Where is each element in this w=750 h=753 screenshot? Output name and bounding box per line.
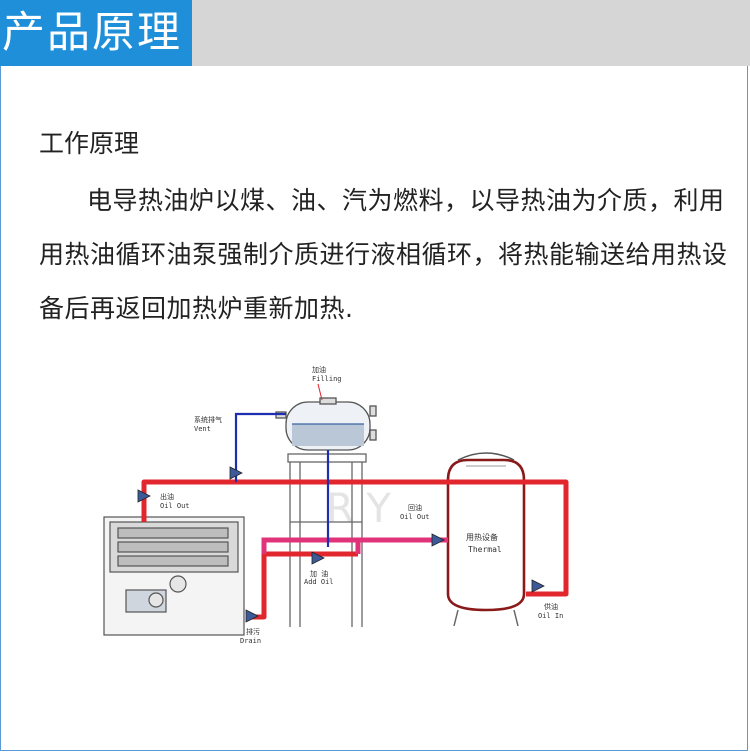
oil-out-label-en: Oil Out (160, 502, 190, 510)
drain-valve-icon (245, 609, 259, 623)
oil-heater-furnace (103, 516, 245, 636)
filling-arrow (317, 383, 323, 401)
vent-valve-icon (229, 466, 243, 480)
expansion-tank (275, 397, 377, 451)
description-paragraph: 电导热油炉以煤、油、汽为燃料，以导热油为介质，利用用热油循环油泵强制介质进行液相… (39, 186, 728, 323)
return-label-cn: 回油 (408, 503, 422, 512)
filling-label-en: Filling (312, 375, 342, 383)
page-title: 产品原理 (0, 0, 192, 66)
section-heading: 工作原理 (39, 129, 140, 158)
thermal-vessel (446, 452, 526, 627)
oil-in-valve-icon (531, 579, 545, 593)
add-oil-label-cn: 加 油 (310, 569, 328, 578)
return-valve-icon (431, 533, 445, 547)
drain-label-cn: 排污 (246, 627, 260, 636)
vent-label-cn: 系统排气 (194, 415, 222, 424)
blue-pipe (234, 412, 330, 547)
filling-label-cn: 加油 (312, 365, 326, 374)
oil-in-label-cn: 供油 (544, 602, 558, 611)
watermark: R Y (326, 486, 392, 532)
drain-label-en: Drain (240, 637, 261, 645)
return-label-en: Oil Out (400, 513, 430, 521)
oil-out-valve-icon (137, 489, 151, 503)
oil-out-label-cn: 出油 (160, 492, 174, 501)
thermal-label-cn: 用热设备 (466, 532, 498, 542)
thermal-label-en: Thermal (468, 545, 502, 554)
return-oil-pipe (261, 537, 448, 554)
oil-heater-system-diagram: R Y (103, 365, 569, 645)
add-oil-valve-icon (311, 551, 325, 565)
vent-label-en: Vent (194, 425, 211, 433)
add-oil-label-en: Add Oil (304, 578, 334, 586)
valves (137, 466, 545, 623)
oil-in-label-en: Oil In (538, 612, 563, 620)
